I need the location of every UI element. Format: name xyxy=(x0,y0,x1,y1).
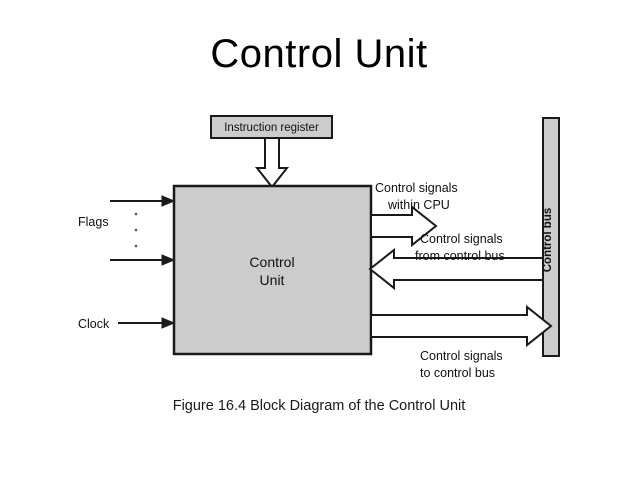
page-title: Control Unit xyxy=(210,32,428,76)
flags-arrow-bottom xyxy=(110,254,176,266)
control-signals-from-control-bus-line2: from control bus xyxy=(415,249,505,263)
control-unit-block-diagram: Instruction register Control Control Uni… xyxy=(0,90,638,380)
flags-input-group: Flags xyxy=(78,195,176,266)
control-unit-title-line1: Control xyxy=(249,254,294,270)
flags-label: Flags xyxy=(78,215,109,229)
diagram-svg: Instruction register Control Control Uni… xyxy=(78,115,560,380)
instruction-register-label: Instruction register xyxy=(224,122,319,134)
instruction-register-box: Instruction register xyxy=(210,115,333,139)
flags-arrow-top xyxy=(110,195,176,207)
clock-input-group: Clock xyxy=(78,317,176,331)
control-signals-within-cpu-line2: within CPU xyxy=(387,198,450,212)
control-signals-from-control-bus-line1: Control signals xyxy=(420,232,503,246)
control-signals-to-control-bus-group: Control signals to control bus xyxy=(370,304,553,380)
control-unit-title-line2: Unit xyxy=(260,272,285,288)
control-bus-bar: Control bus xyxy=(542,117,560,357)
control-signals-to-control-bus-line1: Control signals xyxy=(420,349,503,363)
figure-caption: Figure 16.4 Block Diagram of the Control… xyxy=(172,398,466,414)
control-signals-from-control-bus-group: Control signals from control bus xyxy=(368,232,544,291)
flags-ellipsis xyxy=(134,212,138,248)
control-signals-to-control-bus-line2: to control bus xyxy=(420,366,495,380)
control-signals-within-cpu-line1: Control signals xyxy=(375,181,458,195)
clock-label: Clock xyxy=(78,317,110,331)
control-signals-within-cpu-group: Control signals within CPU xyxy=(370,181,458,248)
ir-to-cu-arrow xyxy=(254,137,290,189)
control-unit-box: Control Control Unit xyxy=(172,184,373,356)
control-bus-label: Control bus xyxy=(542,208,554,273)
